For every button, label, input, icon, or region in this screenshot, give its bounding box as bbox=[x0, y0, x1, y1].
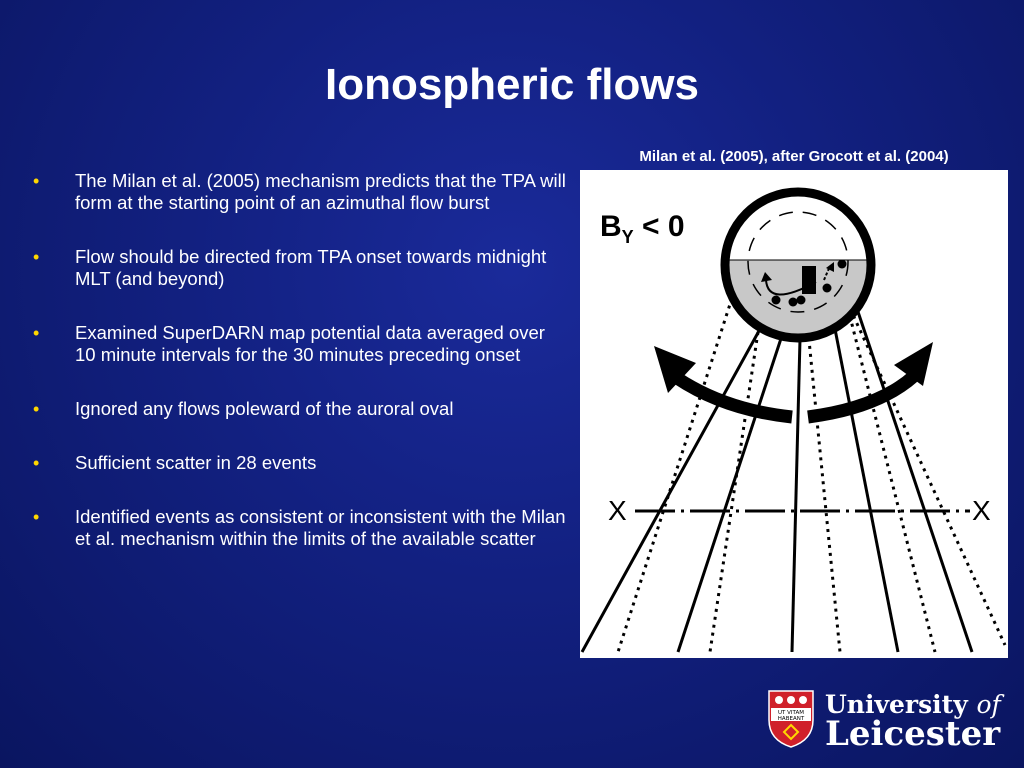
bullet-text: Ignored any flows poleward of the aurora… bbox=[75, 398, 454, 419]
diagram-graphic bbox=[580, 187, 1007, 653]
bullet-item: • Sufficient scatter in 28 events bbox=[30, 452, 570, 474]
bullet-icon: • bbox=[33, 507, 40, 527]
logo-text-university: University of bbox=[825, 690, 1001, 719]
by-label: BY < 0 bbox=[600, 210, 685, 247]
x-label-left: X bbox=[608, 495, 627, 526]
bullet-text: Sufficient scatter in 28 events bbox=[75, 452, 317, 473]
logo-text-leicester: Leicester bbox=[825, 714, 1001, 754]
bullet-item: • Identified events as consistent or inco… bbox=[30, 506, 570, 550]
polar-cap bbox=[720, 187, 876, 343]
university-logo: UT VITAM HABEANT University of Leicester bbox=[768, 690, 1013, 754]
bullet-item: • Ignored any flows poleward of the auror… bbox=[30, 398, 570, 420]
bullet-text: The Milan et al. (2005) mechanism predic… bbox=[75, 170, 566, 213]
bullet-item: • Flow should be directed from TPA onset … bbox=[30, 246, 570, 290]
svg-text:HABEANT: HABEANT bbox=[778, 716, 805, 722]
bullet-icon: • bbox=[33, 247, 40, 267]
bullet-item: • Examined SuperDARN map potential data a… bbox=[30, 322, 570, 366]
figure-caption: Milan et al. (2005), after Grocott et al… bbox=[639, 148, 949, 165]
bullet-icon: • bbox=[33, 453, 40, 473]
bullet-text: Flow should be directed from TPA onset t… bbox=[75, 246, 547, 289]
flow-diagram: BY < 0 X X bbox=[580, 170, 1008, 658]
bullet-icon: • bbox=[33, 399, 40, 419]
bullet-item: • The Milan et al. (2005) mechanism predi… bbox=[30, 170, 570, 214]
bullet-text: Examined SuperDARN map potential data av… bbox=[75, 322, 545, 365]
bullet-icon: • bbox=[33, 171, 40, 191]
bullet-text: Identified events as consistent or incon… bbox=[75, 506, 566, 549]
slide-title: Ionospheric flows bbox=[324, 60, 700, 109]
bullet-icon: • bbox=[33, 323, 40, 343]
shield-icon: UT VITAM HABEANT bbox=[768, 690, 814, 748]
bullet-list: • The Milan et al. (2005) mechanism predi… bbox=[30, 170, 570, 582]
dotted-field-lines bbox=[616, 264, 1007, 653]
svg-text:UT VITAM: UT VITAM bbox=[778, 710, 804, 716]
x-label-right: X bbox=[972, 495, 991, 526]
azimuthal-flow-arrows bbox=[654, 342, 933, 424]
solid-field-lines bbox=[580, 263, 974, 653]
